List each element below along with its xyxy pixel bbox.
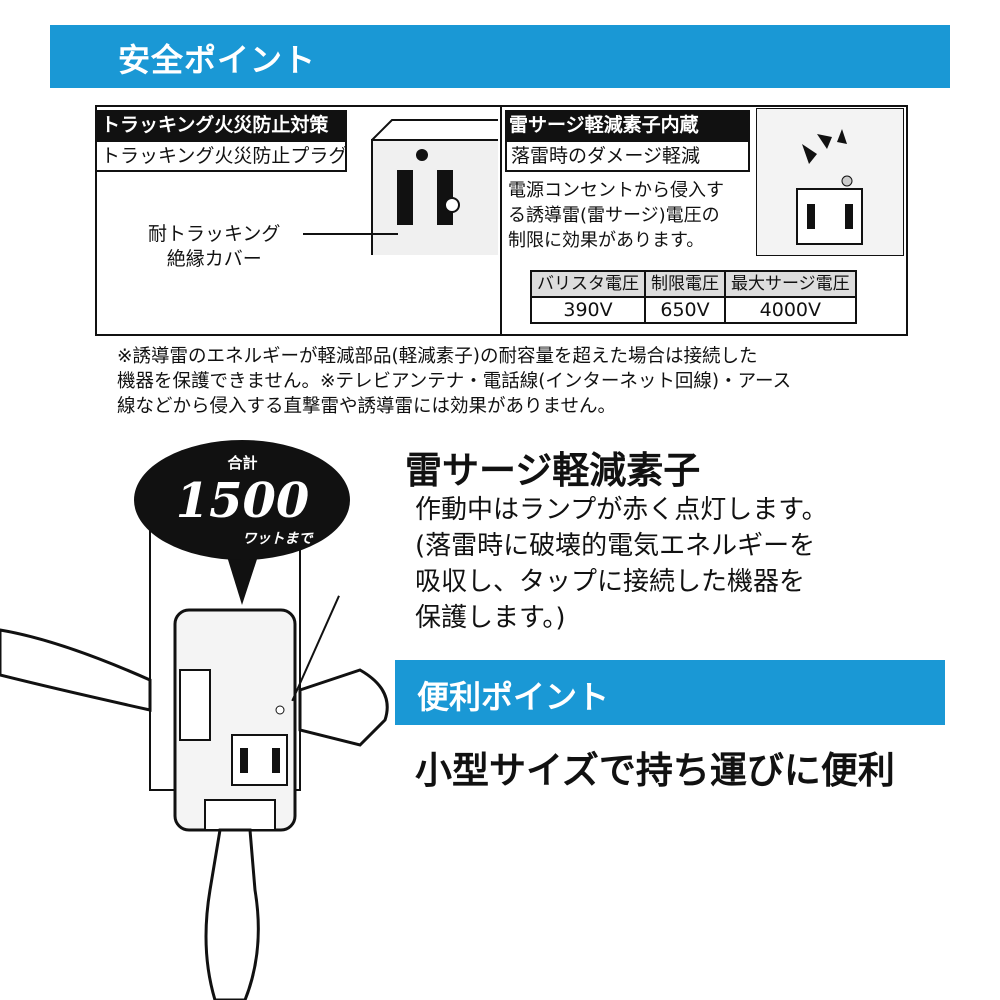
- header-varistor: バリスタ電圧: [530, 270, 646, 298]
- badge-total-label: 合計: [227, 454, 258, 472]
- convenience-points-header: 便利ポイント: [395, 660, 945, 725]
- tracking-subheading: トラッキング火災防止プラグ: [97, 140, 347, 172]
- divider: [500, 105, 502, 336]
- header-max-surge: 最大サージ電圧: [724, 270, 857, 298]
- badge-number: 1500: [175, 473, 310, 529]
- header-clamp: 制限電圧: [644, 270, 726, 298]
- value-varistor: 390V: [530, 296, 646, 324]
- outlet-lamp-illustration: [756, 108, 904, 256]
- surge-subheading: 落雷時のダメージ軽減: [505, 140, 750, 172]
- plug-illustration: [352, 110, 503, 261]
- disclaimer-note: ※誘導雷のエネルギーが軽減部品(軽減素子)の耐容量を超えた場合は接続した機器を保…: [117, 346, 792, 417]
- convenience-headline: 小型サイズで持ち運びに便利: [415, 749, 895, 792]
- power-tap-illustration: [0, 440, 389, 1000]
- callout-line: [303, 233, 398, 235]
- tracking-heading: トラッキング火災防止対策: [97, 110, 347, 140]
- feature-description: 作動中はランプが赤く点灯します。(落雷時に破壊的電気エネルギーを吸収し、タップに…: [415, 495, 828, 633]
- wattage-badge: 合計 1500 ワットまで: [140, 454, 345, 548]
- surge-description: 電源コンセントから侵入する誘導雷(雷サージ)電圧の制限に効果があります。: [508, 180, 724, 251]
- feature-title: 雷サージ軽減素子: [405, 449, 701, 492]
- value-max-surge: 4000V: [724, 296, 857, 324]
- value-clamp: 650V: [644, 296, 726, 324]
- tracking-callout: 耐トラッキング絶縁カバー: [148, 223, 281, 270]
- badge-unit: ワットまで: [242, 531, 313, 547]
- table-header-row: バリスタ電圧制限電圧最大サージ電圧: [530, 270, 857, 298]
- surge-heading: 雷サージ軽減素子内蔵: [505, 110, 750, 140]
- safety-points-header: 安全ポイント: [50, 25, 950, 88]
